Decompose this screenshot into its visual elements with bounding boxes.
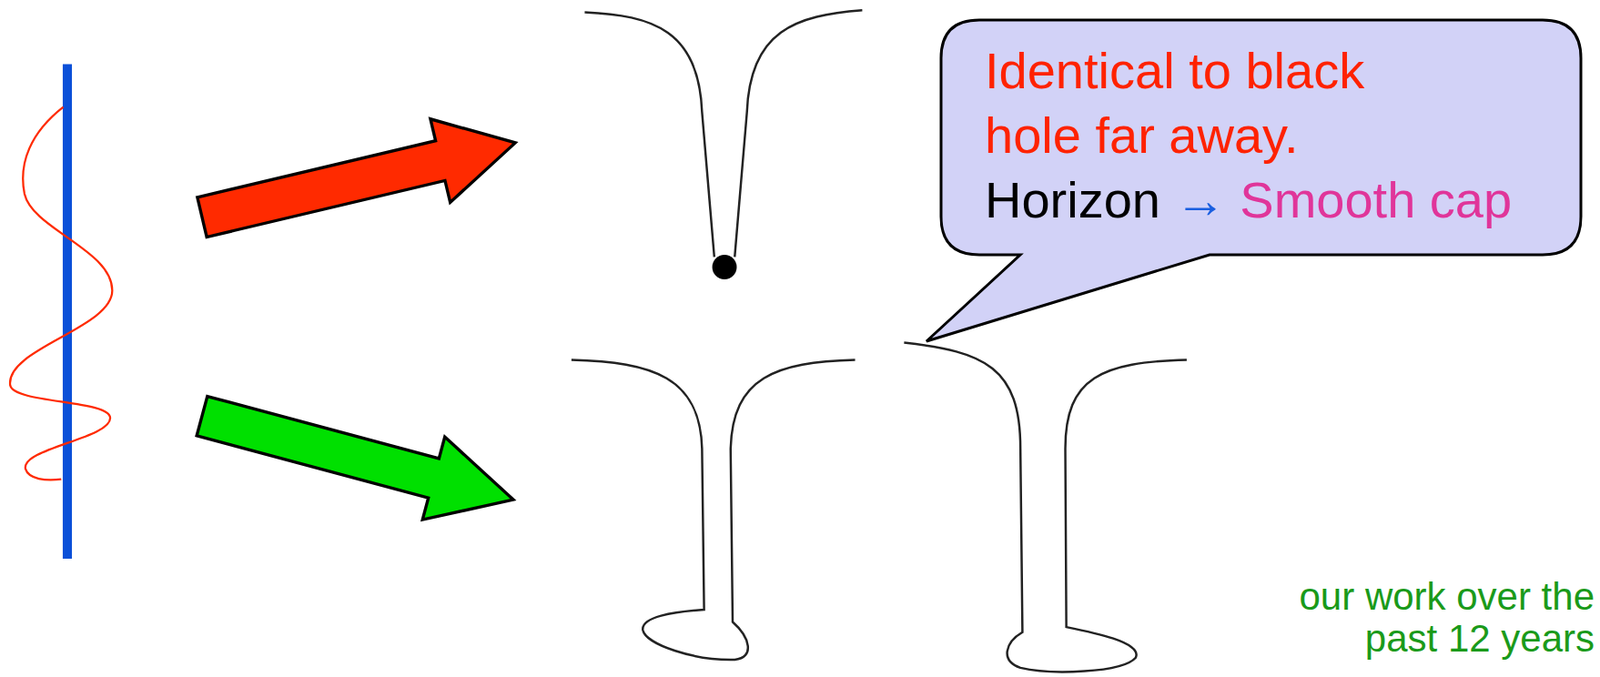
green-arrow [196,396,514,521]
bubble-outline [926,20,1581,342]
bubble-statement: Identical to black hole far away. [984,38,1431,168]
red-arrow [197,119,516,238]
capped-funnel [903,342,1187,672]
singularity-dot [712,254,738,280]
arrow-symbol: → [1174,171,1226,229]
bubble-term: Smooth cap [1239,171,1512,229]
wave-curve [10,107,112,481]
bubble-text: Identical to black hole far away.Horizon… [984,38,1512,233]
speech-bubble: Identical to black hole far away.Horizon… [923,18,1584,345]
bubble-row: Horizon→Smooth cap [984,167,1512,233]
black-hole-funnel [734,10,862,257]
bubble-term: Horizon [984,171,1161,229]
note-text: our work over the past 12 years [1269,576,1595,659]
capped-funnel [571,360,856,660]
black-hole-funnel [584,11,714,257]
string-line [62,64,72,559]
